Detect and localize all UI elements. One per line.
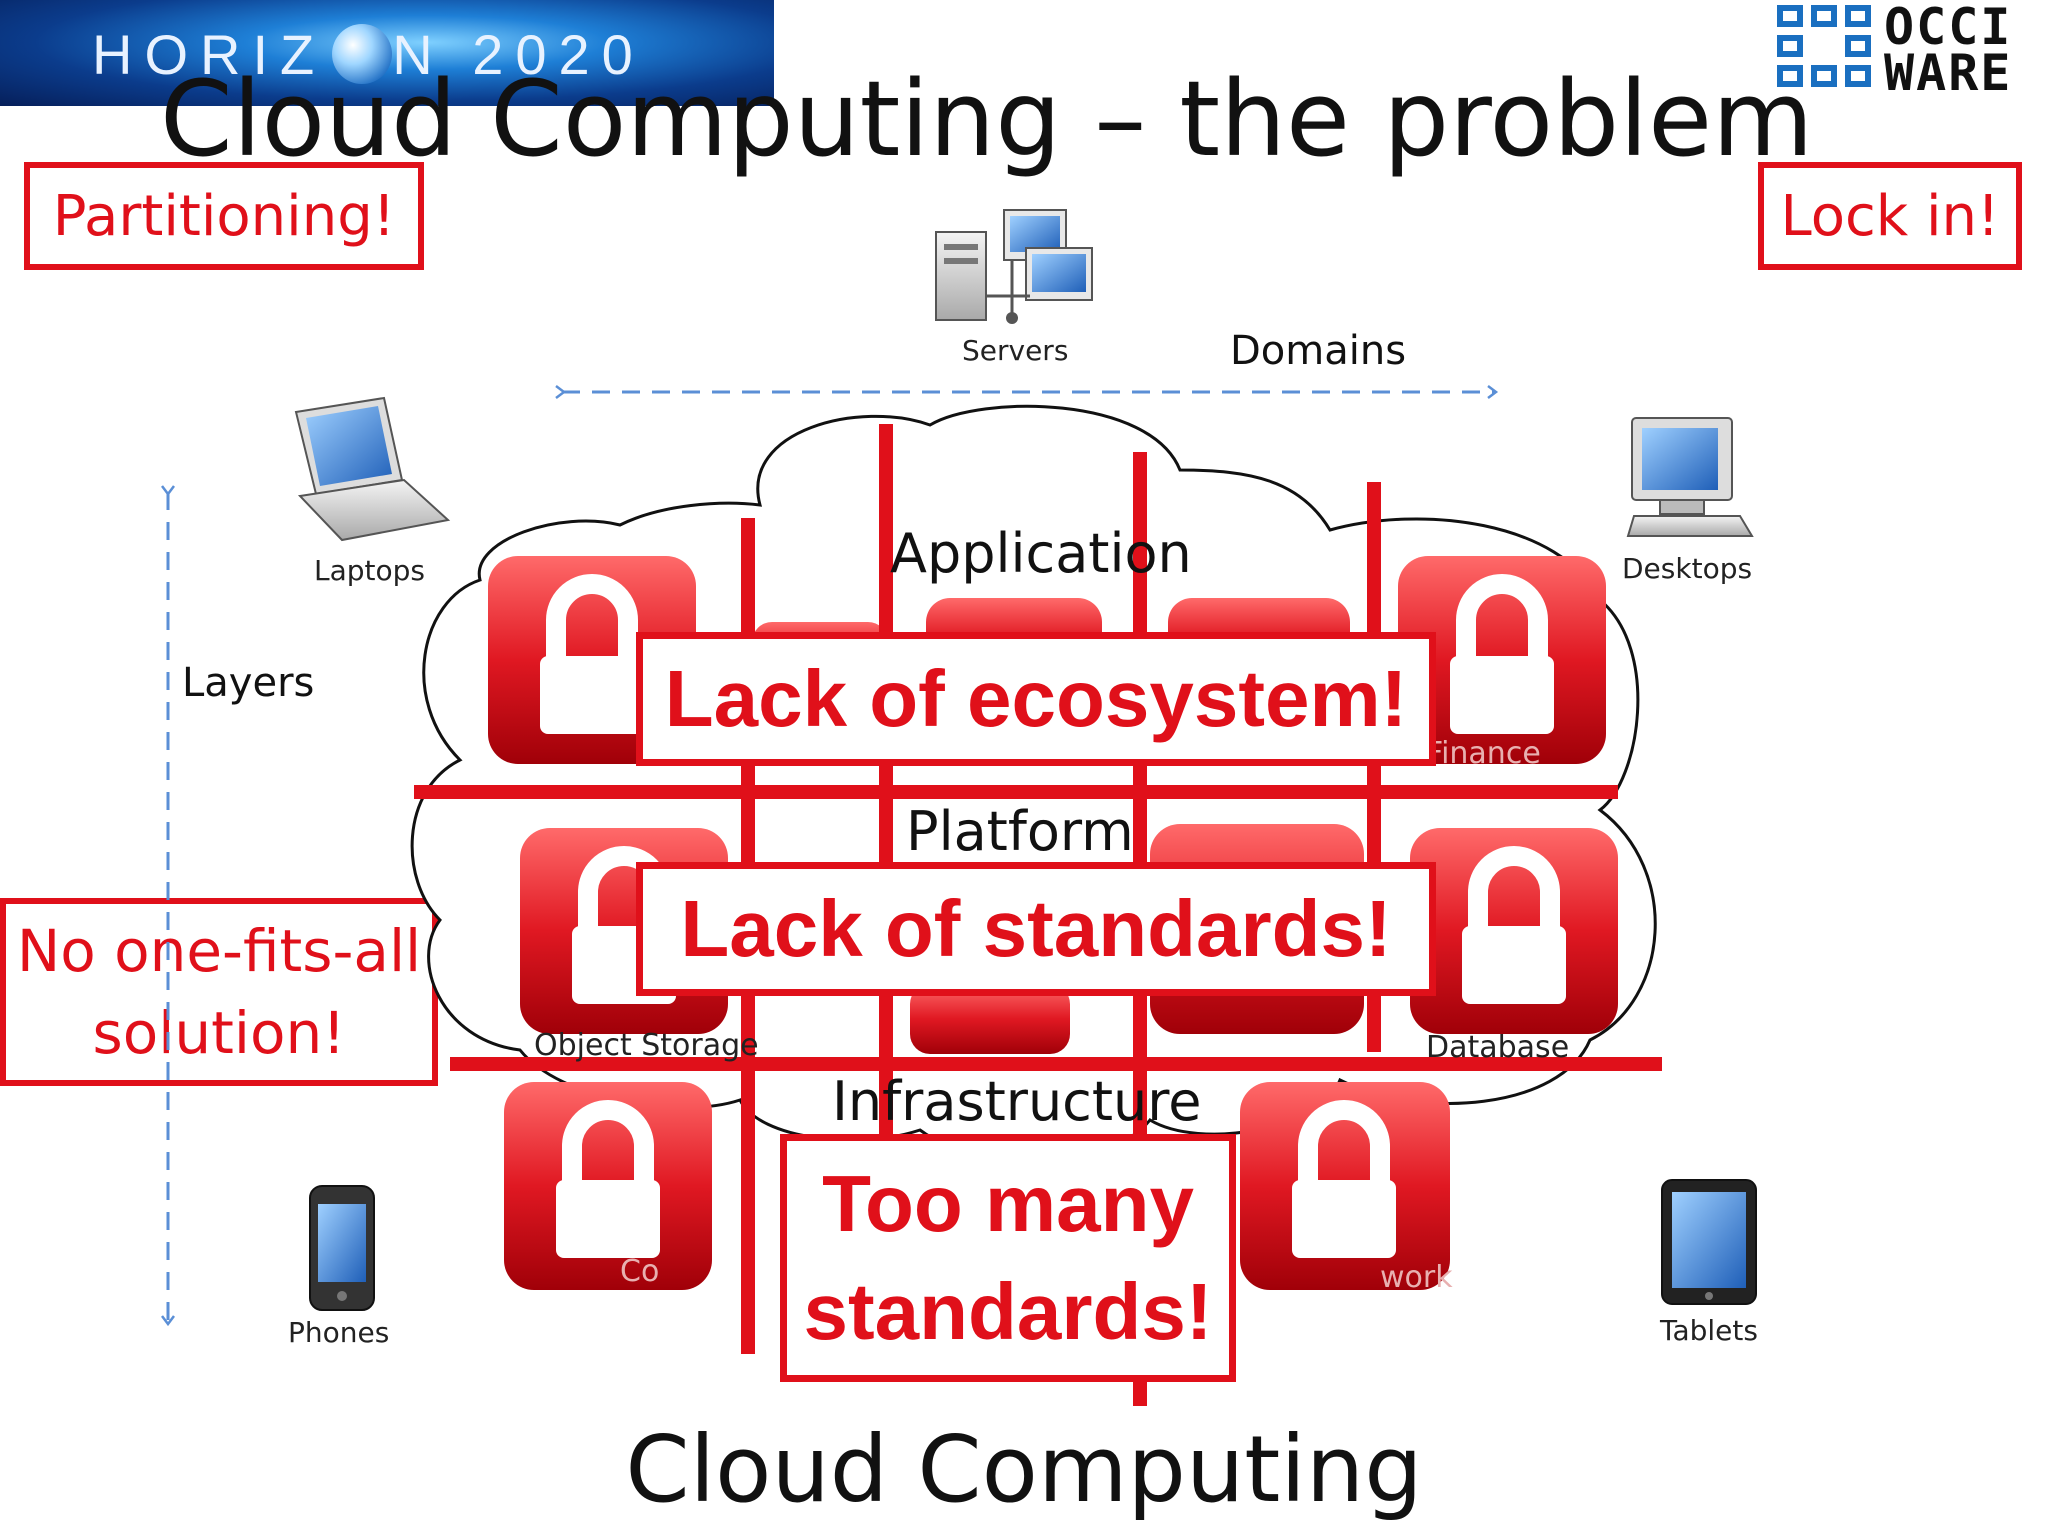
lock-icon-infra-right [1240,1082,1450,1290]
horizon-2020-banner: HORIZ N 2020 [0,0,774,106]
partitioning-callout: Partitioning! [24,162,424,270]
one-fits-all-line1: No one-fits-all [16,917,422,985]
laptops-label: Laptops [314,554,426,587]
one-fits-all-line2: solution! [92,999,346,1067]
lack-of-standards-callout: Lack of standards! [636,862,1436,996]
lock-in-text: Lock in! [1780,183,2000,249]
too-many-standards-callout: Too many standards! [780,1134,1236,1382]
servers-label: Servers [962,334,1069,367]
desktops-label: Desktops [1622,552,1753,585]
database-label: Database [1426,1030,1570,1065]
logo-word-occi: OCCI [1884,0,2013,56]
too-many-line2: standards! [803,1267,1213,1356]
logo-word-ware: WARE [1884,44,2013,102]
domains-label: Domains [1230,328,1407,374]
application-layer-label: Application [890,522,1192,585]
layers-label: Layers [182,660,315,706]
banner-text-right: N 2020 [392,23,645,86]
tablets-label: Tablets [1660,1314,1758,1347]
slide-title: Cloud Computing – the problem [160,58,1814,180]
laptop-icon [294,396,451,542]
logo-mark-icon [1777,5,1871,87]
lock-icon-infra-left [504,1082,712,1290]
infrastructure-layer-label: Infrastructure [832,1070,1202,1133]
lock-icon-platform-right [1410,828,1618,1034]
one-fits-all-callout: No one-fits-all solution! [0,898,438,1086]
globe-icon [332,24,392,84]
network-label: work [1380,1260,1453,1295]
tablet-icon [1661,1179,1757,1305]
phones-label: Phones [288,1316,390,1349]
lack-of-ecosystem-callout: Lack of ecosystem! [636,632,1436,766]
finance-label: Finance [1426,736,1541,771]
platform-layer-label: Platform [906,800,1134,863]
desktop-icon [1626,417,1754,537]
lack-of-ecosystem-text: Lack of ecosystem! [664,654,1408,743]
phone-icon [309,1185,375,1311]
cloud-computing-caption: Cloud Computing [625,1416,1423,1523]
occiware-logo: OCCI WARE [1776,0,2048,102]
banner-text-left: HORIZ [92,23,327,86]
lock-in-callout: Lock in! [1758,162,2022,270]
too-many-line1: Too many [822,1159,1194,1248]
lock-icon-app-right [1398,556,1606,764]
banner-text: HORIZ N 2020 [92,22,645,87]
object-storage-label: Object Storage [534,1028,759,1063]
partitioning-text: Partitioning! [52,183,396,249]
lack-of-standards-text: Lack of standards! [680,884,1392,973]
compute-label: Co [620,1254,660,1289]
servers-icon [935,209,1093,324]
